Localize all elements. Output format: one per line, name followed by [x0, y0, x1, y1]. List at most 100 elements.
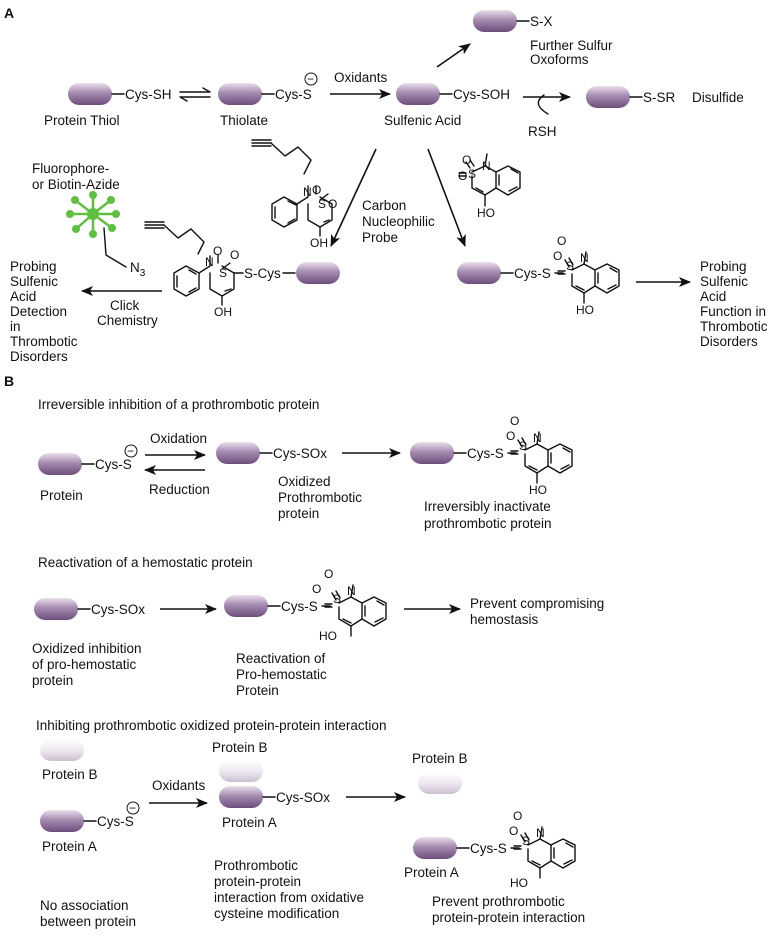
right-probe-ho: HO	[477, 206, 495, 220]
sec3-adduct-pill	[413, 837, 457, 859]
sec2-oxidized-pill	[34, 598, 78, 620]
sec2-adduct-ho: HO	[319, 629, 337, 643]
sec1-adduct-ho: HO	[529, 483, 547, 497]
sec3-prevent-ppi-line2: protein-protein interaction	[432, 910, 585, 925]
sec3-protein-b-bound-pill	[219, 760, 263, 782]
sec1-adduct-n: N	[533, 431, 542, 445]
sec1-adduct-o1: O	[506, 429, 515, 443]
panel-b-label: B	[4, 373, 14, 389]
sec2-prevent-line1: Prevent compromising	[470, 596, 604, 611]
click-line2: Chemistry	[97, 313, 158, 328]
left-adduct-o2: O	[213, 244, 222, 258]
probing-detection-line3: Acid	[10, 289, 36, 304]
sec3-protein-a-oxidized-label: Protein A	[222, 815, 277, 830]
sec2-adduct-o2: O	[324, 567, 333, 581]
sec3-ppi-line1: Prothrombotic	[214, 858, 298, 873]
sec1-oxidized-line2: Prothrombotic	[278, 490, 362, 505]
further-oxoforms-arrow	[436, 43, 471, 68]
right-probe-s: S	[468, 167, 476, 181]
rsh-curved-arrow	[537, 94, 549, 115]
right-adduct-ho: HO	[576, 303, 594, 317]
probing-function-line1: Probing	[700, 259, 747, 274]
sec2-reactivation-line3: Protein	[236, 683, 279, 698]
equilibrium-reverse-arrow	[179, 96, 211, 102]
sec1-adduct-cys-s: Cys-S	[467, 446, 504, 461]
sec3-cys-s: Cys-S	[97, 814, 134, 829]
cys-sh-label: Cys-SH	[125, 87, 172, 102]
sec1-negative-charge: −	[127, 444, 134, 458]
right-probe-o2: O	[462, 153, 471, 167]
probing-detection-line5: in	[10, 319, 21, 334]
sec2-adduct-cys-s: Cys-S	[281, 599, 318, 614]
fluorophore-line2: or Biotin-Azide	[32, 177, 120, 192]
right-probe-n: N	[482, 159, 491, 173]
sec3-protein-b-bound-label: Protein B	[212, 740, 268, 755]
cys-soh-label: Cys-SOH	[453, 87, 510, 102]
sec1-title: Irreversible inhibition of a prothrombot…	[38, 397, 319, 412]
sec2-oxidized-line1: Oxidized inhibition	[32, 641, 142, 656]
left-adduct-oh: OH	[214, 305, 232, 319]
sec3-adduct-cys-s: Cys-S	[470, 841, 507, 856]
sec2-adduct-n: N	[347, 584, 356, 598]
s-x-label: S-X	[530, 14, 553, 29]
probing-detection-line2: Sulfenic	[10, 274, 58, 289]
probing-detection-line4: Detection	[10, 304, 67, 319]
sec3-ppi-line4: cysteine modification	[214, 906, 339, 921]
probe-s-atom: S	[318, 197, 326, 211]
sec1-oxidation-label: Oxidation	[150, 431, 207, 446]
protein-thiol-pill	[68, 83, 112, 105]
disulfide-label: Disulfide	[692, 90, 744, 105]
carbon-probe-line1: Carbon	[362, 198, 406, 213]
fluorophore-line1: Fluorophore-	[32, 161, 109, 176]
sec3-adduct-s: S	[522, 834, 530, 848]
further-sulfur-line1: Further Sulfur	[530, 38, 613, 53]
sec1-oxidized-line1: Oxidized	[278, 474, 331, 489]
sec1-cys-s: Cys-S	[95, 457, 132, 472]
right-adduct-pill	[457, 262, 501, 284]
probe-right-arrow	[427, 148, 466, 247]
left-adduct-s: S	[219, 266, 227, 280]
sec3-adduct-n: N	[536, 826, 545, 840]
left-adduct-o1: O	[230, 248, 239, 262]
sec2-title: Reactivation of a hemostatic protein	[38, 555, 253, 570]
probing-function-line6: Disorders	[700, 334, 758, 349]
thiolate-pill	[218, 83, 262, 105]
probing-function-line3: Acid	[700, 289, 726, 304]
right-adduct-o1: O	[553, 249, 562, 263]
probing-detection-line6: Thrombotic	[10, 334, 78, 349]
sec2-reactivation-line2: Pro-hemostatic	[236, 667, 327, 682]
probing-detection-line1: Probing	[10, 259, 57, 274]
sec3-protein-a-oxidized-pill	[219, 786, 263, 808]
sulfenic-acid-pill	[396, 83, 440, 105]
right-probe-structure	[458, 153, 521, 207]
sec1-oxidized-line3: protein	[278, 506, 319, 521]
sec1-reduction-label: Reduction	[149, 482, 210, 497]
left-adduct-n: N	[205, 255, 214, 269]
left-adduct-s-cys: S-Cys	[244, 266, 281, 281]
thiolate-label: Thiolate	[220, 113, 268, 128]
right-adduct-cys-s: Cys-S	[514, 266, 551, 281]
sec1-adduct-pill	[410, 442, 454, 464]
sec3-protein-b-free-label: Protein B	[42, 767, 98, 782]
sec2-cys-sox: Cys-SOx	[91, 602, 145, 617]
sec2-reactivation-line1: Reactivation of	[236, 651, 326, 666]
sec1-result-line2: prothrombotic protein	[424, 516, 552, 531]
rsh-label: RSH	[528, 124, 557, 139]
sec1-adduct-s: S	[519, 439, 527, 453]
sec3-protein-a-label: Protein A	[42, 839, 97, 854]
probe-left-arrow	[330, 148, 377, 247]
carbon-probe-line3: Probe	[362, 230, 398, 245]
sec1-protein-pill	[38, 453, 82, 475]
sec3-ppi-line3: interaction from oxidative	[214, 890, 364, 905]
oxoform-pill	[473, 10, 517, 32]
sec3-protein-b-released-pill	[418, 772, 462, 794]
sec2-oxidized-line3: protein	[32, 673, 73, 688]
azide-label: N3	[130, 260, 146, 279]
sec3-protein-a-adduct-label: Protein A	[404, 865, 459, 880]
probing-detection-line7: Disorders	[10, 349, 68, 364]
probe-n-atom: N	[303, 185, 312, 199]
probing-function-line4: Function in	[700, 304, 766, 319]
alkyne-probe-structure	[251, 139, 333, 237]
s-sr-label: S-SR	[643, 90, 676, 105]
probing-function-line5: Thrombotic	[700, 319, 768, 334]
